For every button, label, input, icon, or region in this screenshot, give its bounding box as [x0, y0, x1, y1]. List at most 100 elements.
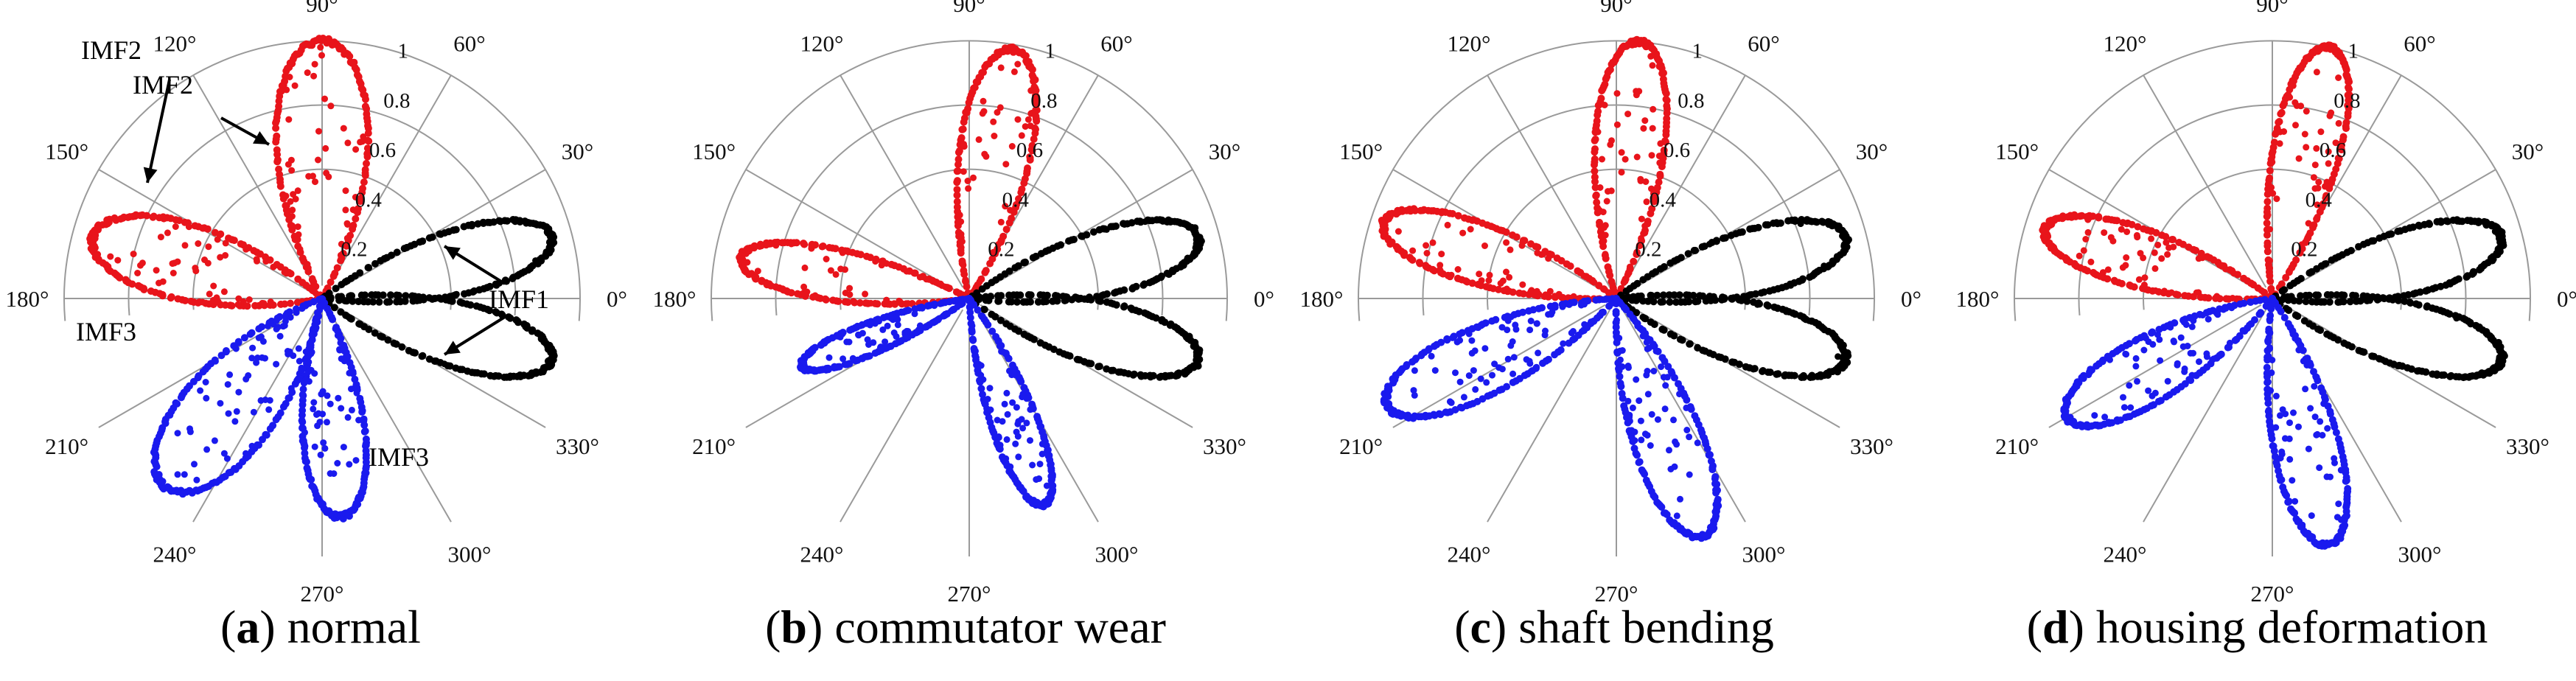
data-point [1624, 271, 1631, 279]
data-point [2205, 315, 2212, 323]
data-point [787, 289, 795, 297]
theta-tick-label: 150° [1339, 139, 1383, 164]
data-point [2177, 334, 2185, 341]
data-point [1607, 141, 1614, 148]
data-point [385, 298, 394, 306]
data-point [1578, 328, 1585, 335]
data-point [362, 441, 369, 448]
data-point [1557, 346, 1565, 354]
data-point [1499, 277, 1507, 284]
data-point [1130, 370, 1138, 378]
data-point [1120, 220, 1127, 228]
grid-spoke [332, 304, 546, 428]
data-point [1719, 293, 1726, 301]
data-point [1030, 135, 1038, 143]
data-point [2303, 108, 2310, 115]
theta-tick-label: 0° [1901, 286, 1921, 312]
data-point [903, 268, 910, 275]
theta-tick-label: 30° [2512, 139, 2544, 164]
data-point [214, 298, 222, 305]
data-point [1706, 240, 1713, 248]
radial-tick-label: 0.4 [2306, 188, 2333, 212]
data-point [359, 138, 366, 145]
data-point [996, 104, 1004, 111]
data-point [817, 341, 824, 349]
data-point [1395, 228, 1402, 235]
data-point [319, 411, 327, 418]
data-point [1481, 242, 1488, 249]
data-point [318, 295, 327, 303]
data-point [157, 234, 164, 241]
scatter-series [86, 35, 373, 310]
data-point [262, 258, 270, 265]
data-point [954, 148, 963, 156]
data-point [2312, 373, 2320, 380]
radial-tick-label: 0.8 [383, 89, 410, 113]
data-point [2339, 298, 2348, 306]
data-point [1685, 298, 1693, 306]
data-point [192, 268, 200, 275]
data-point [431, 294, 439, 302]
data-point [1706, 293, 1714, 301]
data-point [2181, 368, 2188, 375]
data-point [997, 64, 1005, 71]
data-point [2247, 298, 2255, 306]
data-point [1616, 335, 1623, 342]
data-point [2228, 304, 2235, 312]
annotation-label: IMF3 [369, 442, 429, 472]
data-point [1498, 366, 1506, 373]
data-point [140, 286, 148, 293]
radial-tick-label: 0.8 [2334, 89, 2360, 113]
data-point [2084, 228, 2092, 236]
radial-tick-label: 0.4 [1650, 188, 1677, 212]
data-point [1519, 281, 1526, 288]
data-point [1028, 71, 1036, 80]
data-point [903, 327, 910, 335]
data-point [234, 301, 242, 308]
data-point [994, 292, 1002, 300]
data-point [237, 240, 245, 248]
data-point [890, 300, 898, 307]
data-point [344, 313, 352, 321]
data-point [1523, 356, 1530, 363]
data-point [2291, 497, 2299, 505]
data-point [116, 273, 124, 282]
data-point [2282, 273, 2289, 281]
data-point [1193, 349, 1200, 356]
data-point [307, 475, 315, 483]
data-point [534, 329, 542, 338]
data-point [1699, 293, 1706, 300]
data-point [217, 399, 224, 407]
data-point [1503, 239, 1510, 246]
data-point [960, 262, 967, 269]
theta-tick-label: 330° [2506, 433, 2549, 459]
data-point [363, 150, 371, 158]
data-point [2263, 219, 2271, 227]
data-point [1465, 372, 1473, 380]
data-point [1774, 370, 1782, 378]
data-point [883, 260, 890, 267]
data-point [1684, 250, 1692, 258]
data-point [2302, 385, 2309, 393]
caption-text-c: shaft bending [1518, 601, 1774, 653]
data-point [1592, 296, 1600, 304]
data-point [2360, 348, 2368, 356]
data-point [2315, 178, 2322, 186]
data-point [1454, 266, 1462, 273]
data-point [969, 336, 977, 344]
grid-spoke [980, 169, 1193, 293]
data-point [1438, 251, 1445, 258]
panel-caption-a: (a) normal [220, 601, 421, 653]
data-point [2137, 250, 2144, 257]
data-point [363, 159, 370, 167]
data-point [1167, 219, 1174, 226]
data-point [1581, 301, 1588, 308]
data-point [822, 296, 830, 304]
data-point [195, 298, 203, 305]
data-point [295, 231, 302, 238]
data-point [1617, 383, 1624, 390]
data-point [1002, 226, 1010, 234]
data-point [365, 326, 373, 333]
data-point [2401, 297, 2409, 305]
data-point [2203, 353, 2210, 360]
